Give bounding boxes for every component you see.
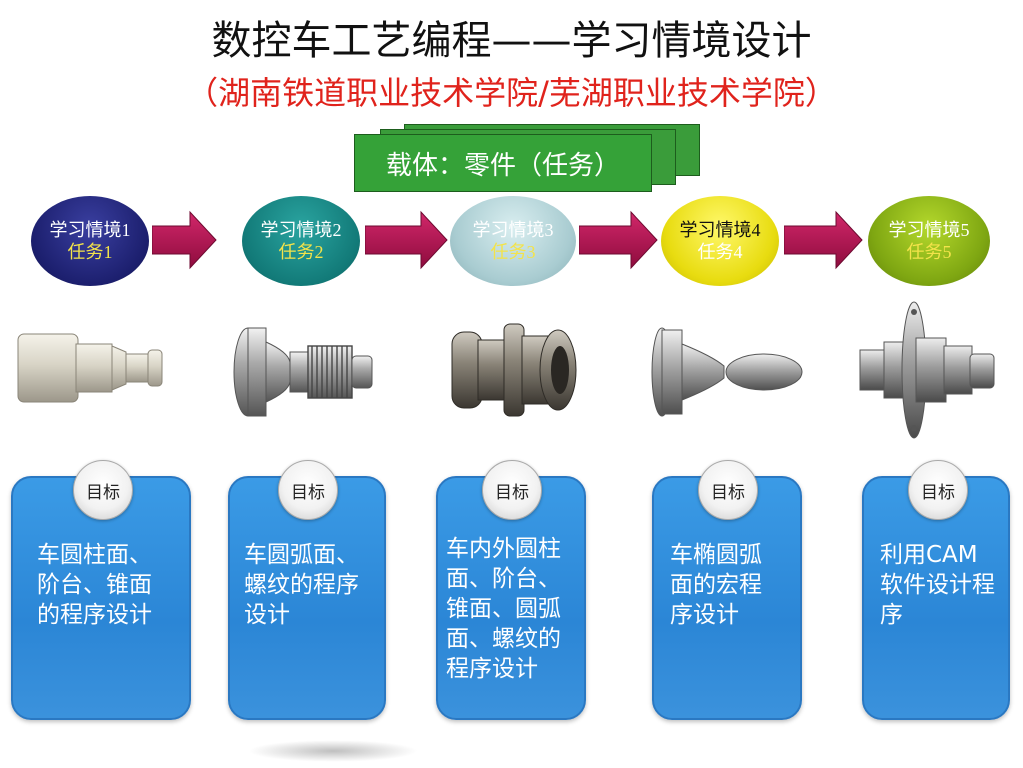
stage-2: 学习情境2 任务2 <box>242 196 360 286</box>
goal-card-3: 目标 车内外圆柱面、阶台、锥面、圆弧面、螺纹的程序设计 <box>436 460 586 720</box>
stage-2-title: 学习情境2 <box>260 220 342 240</box>
goal-card-1: 目标 车圆柱面、阶台、锥面的程序设计 <box>11 460 191 720</box>
goal-badge-5: 目标 <box>908 460 968 520</box>
sleeve-part-icon <box>451 323 577 417</box>
stage-2-task: 任务2 <box>278 242 324 262</box>
goal-text-3: 车内外圆柱面、阶台、锥面、圆弧面、螺纹的程序设计 <box>446 536 561 682</box>
stage-5: 学习情境5 任务5 <box>868 196 990 286</box>
goal-badge-label: 目标 <box>711 482 745 503</box>
stage-3: 学习情境3 任务3 <box>450 196 576 286</box>
arrow-right-icon <box>152 210 217 270</box>
goal-badge-label: 目标 <box>291 482 325 503</box>
goal-badge-label: 目标 <box>921 482 955 503</box>
stage-1-task: 任务1 <box>67 242 113 262</box>
stage-4: 学习情境4 任务4 <box>661 196 779 286</box>
page-subtitle: （湖南铁道职业技术学院/芜湖职业技术学院） <box>186 74 837 112</box>
arrow-right-icon <box>784 210 863 270</box>
stage-4-task: 任务4 <box>697 242 743 262</box>
stage-5-title: 学习情境5 <box>888 220 970 240</box>
goal-text-2: 车圆弧面、螺纹的程序设计 <box>244 542 359 628</box>
stage-4-title: 学习情境4 <box>679 220 761 240</box>
goal-card-4: 目标 车椭圆弧面的宏程序设计 <box>652 460 802 720</box>
goal-badge-4: 目标 <box>698 460 758 520</box>
flange-shaft-part-icon <box>859 301 995 439</box>
goal-card-2: 目标 车圆弧面、螺纹的程序设计 <box>228 460 386 720</box>
page-title: 数控车工艺编程——学习情境设计 <box>211 18 812 64</box>
arrow-right-icon <box>579 210 658 270</box>
goal-badge-1: 目标 <box>73 460 133 520</box>
carrier-label: 载体：零件（任务） <box>385 150 620 181</box>
goal-text-4: 车椭圆弧面的宏程序设计 <box>670 542 762 628</box>
goal-badge-label: 目标 <box>495 482 529 503</box>
goal-card-5: 目标 利用CAM软件设计程序 <box>862 460 1010 720</box>
carrier-box: 载体：零件（任务） <box>354 134 652 192</box>
goal-text-5: 利用CAM软件设计程序 <box>880 542 995 628</box>
stage-1-title: 学习情境1 <box>49 220 131 240</box>
goal-badge-label: 目标 <box>86 482 120 503</box>
ellipsoid-shaft-part-icon <box>651 327 803 417</box>
goal-text-1: 车圆柱面、阶台、锥面的程序设计 <box>37 542 152 628</box>
stage-3-task: 任务3 <box>490 242 536 262</box>
stage-1: 学习情境1 任务1 <box>31 196 149 286</box>
goal-badge-2: 目标 <box>278 460 338 520</box>
cylinder-part-icon <box>17 333 163 403</box>
thread-shaft-part-icon <box>233 327 373 417</box>
goal-badge-3: 目标 <box>482 460 542 520</box>
stage-3-title: 学习情境3 <box>472 220 554 240</box>
stage-5-task: 任务5 <box>906 242 952 262</box>
decorative-shadow <box>248 740 418 762</box>
arrow-right-icon <box>365 210 448 270</box>
